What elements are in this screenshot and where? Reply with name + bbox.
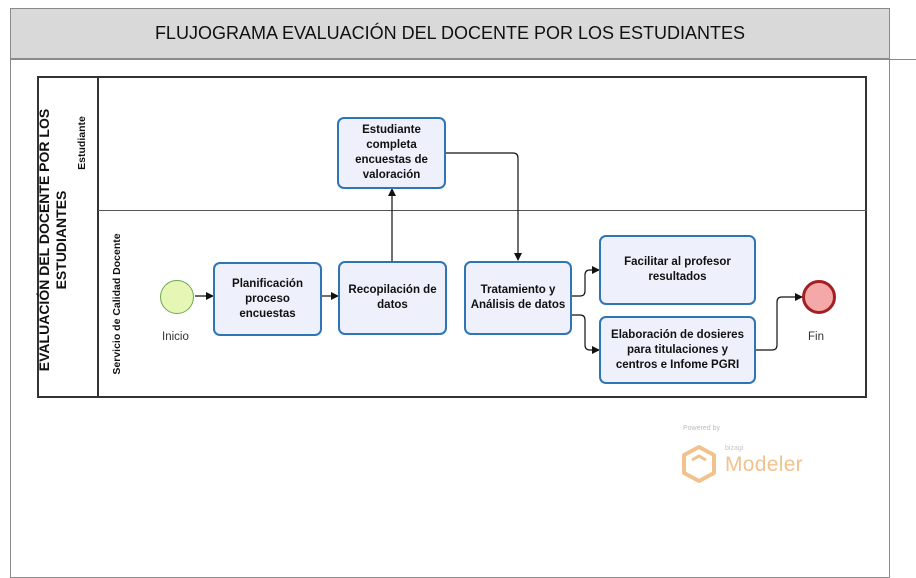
powered-by-text: Powered by xyxy=(683,425,720,432)
bizagi-branding: Powered by bizagi Modeler xyxy=(678,425,828,485)
bizagi-logo-icon xyxy=(682,445,716,483)
task-elaboracion[interactable]: Elaboración de dosieres para titulacione… xyxy=(599,316,756,384)
end-event[interactable] xyxy=(802,280,836,314)
end-event-label: Fin xyxy=(808,331,824,343)
header-separator xyxy=(10,59,916,60)
page-title: FLUJOGRAMA EVALUACIÓN DEL DOCENTE POR LO… xyxy=(10,8,890,59)
flow-tratamiento-elaboracion xyxy=(572,314,600,354)
bizagi-text: bizagi xyxy=(725,445,744,452)
flow-estudiante-tratamiento xyxy=(446,152,522,261)
start-event[interactable] xyxy=(160,280,194,314)
task-facilitar[interactable]: Facilitar al profesor resultados xyxy=(599,235,756,305)
lane-label-divider xyxy=(98,76,99,398)
modeler-text: Modeler xyxy=(725,453,803,476)
lane-divider xyxy=(98,210,867,211)
task-recopilacion[interactable]: Recopilación de datos xyxy=(338,261,447,335)
pool xyxy=(37,76,867,398)
pool-label-column xyxy=(37,76,98,398)
task-tratamiento[interactable]: Tratamiento y Análisis de datos xyxy=(464,261,572,335)
task-planificacion[interactable]: Planificación proceso encuestas xyxy=(213,262,322,336)
task-estudiante-completa[interactable]: Estudiante completa encuestas de valorac… xyxy=(337,117,446,189)
start-event-label: Inicio xyxy=(162,331,189,343)
flow-tratamiento-facilitar xyxy=(572,266,600,297)
flow-elaboracion-fin xyxy=(756,293,803,351)
